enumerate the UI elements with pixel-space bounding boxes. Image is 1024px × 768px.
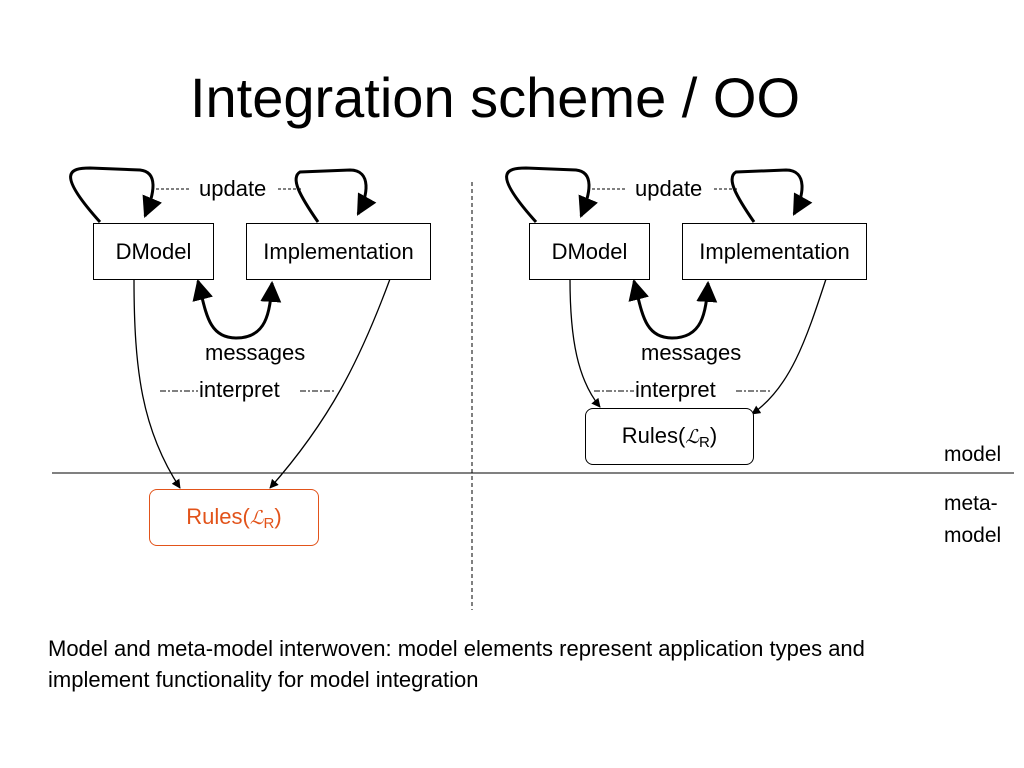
left-rules-label: Rules(ℒR) <box>186 503 282 532</box>
right-dmodel-to-rules-arrow <box>569 278 601 408</box>
left-dmodel-update-loop <box>69 166 162 224</box>
left-implementation-label: Implementation <box>263 238 414 264</box>
right-rules-label: Rules(ℒR) <box>621 422 718 451</box>
left-messages-label: messages <box>204 340 307 366</box>
model-level-label: model <box>944 443 1002 466</box>
right-model-rules-box: Rules(ℒR) <box>585 408 754 465</box>
right-interpret-label: interpret <box>634 377 717 403</box>
left-messages-arrow <box>192 278 282 340</box>
slide-caption: Model and meta-model interwoven: model e… <box>48 636 865 692</box>
right-impl-update-loop <box>730 168 813 223</box>
left-dmodel-label: DModel <box>115 238 192 264</box>
left-implementation-box: Implementation <box>246 223 431 280</box>
left-interpret-label: interpret <box>198 377 281 403</box>
left-update-label: update <box>198 176 268 202</box>
right-messages-label: messages <box>640 340 743 366</box>
slide-title: Integration scheme / OO <box>189 66 801 129</box>
right-update-label: update <box>634 176 704 202</box>
meta-model-level-label: meta- model <box>944 492 1002 547</box>
right-impl-to-rules-arrow <box>751 278 827 415</box>
left-impl-update-loop <box>294 168 377 223</box>
left-dmodel-to-rules-arrow <box>133 278 181 489</box>
right-messages-arrow <box>628 278 718 340</box>
right-dmodel-update-loop <box>505 166 598 224</box>
left-meta-rules-box: Rules(ℒR) <box>149 489 319 546</box>
right-implementation-box: Implementation <box>682 223 867 280</box>
right-implementation-label: Implementation <box>699 238 850 264</box>
left-impl-to-rules-arrow <box>269 278 391 489</box>
right-dmodel-box: DModel <box>529 223 650 280</box>
left-dmodel-box: DModel <box>93 223 214 280</box>
right-dmodel-label: DModel <box>551 238 628 264</box>
